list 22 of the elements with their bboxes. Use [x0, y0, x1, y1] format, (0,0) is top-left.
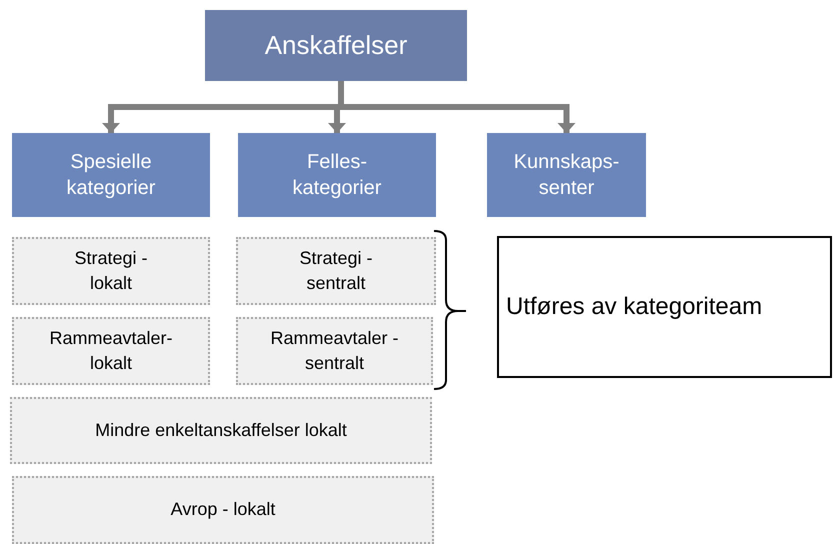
task-box	[236, 237, 436, 305]
node-label: Strategi - lokalt	[73, 246, 149, 295]
node-label: Utføres av kategoriteam	[506, 293, 762, 321]
task-box	[236, 317, 433, 385]
task-box	[12, 317, 210, 385]
node-label: Avrop - lokalt	[170, 498, 276, 522]
node-label: Anskaffelser	[264, 30, 408, 61]
node-label: Spesielle kategorier	[66, 150, 156, 201]
task-box	[10, 397, 432, 464]
task-box	[12, 476, 434, 544]
node-label: Felles- kategorier	[292, 150, 382, 201]
node-label: Rammeavtaler - sentralt	[269, 326, 400, 375]
note-box	[497, 236, 832, 378]
category-box	[487, 133, 646, 217]
node-label: Rammeavtaler- lokalt	[48, 326, 174, 375]
task-box	[12, 237, 210, 305]
node-label: Strategi - sentralt	[298, 246, 374, 295]
node-label: Kunnskaps- senter	[512, 150, 620, 201]
title-box	[205, 10, 467, 81]
category-box	[12, 133, 210, 217]
category-box	[238, 133, 436, 217]
node-label: Mindre enkeltanskaffelser lokalt	[95, 418, 347, 442]
